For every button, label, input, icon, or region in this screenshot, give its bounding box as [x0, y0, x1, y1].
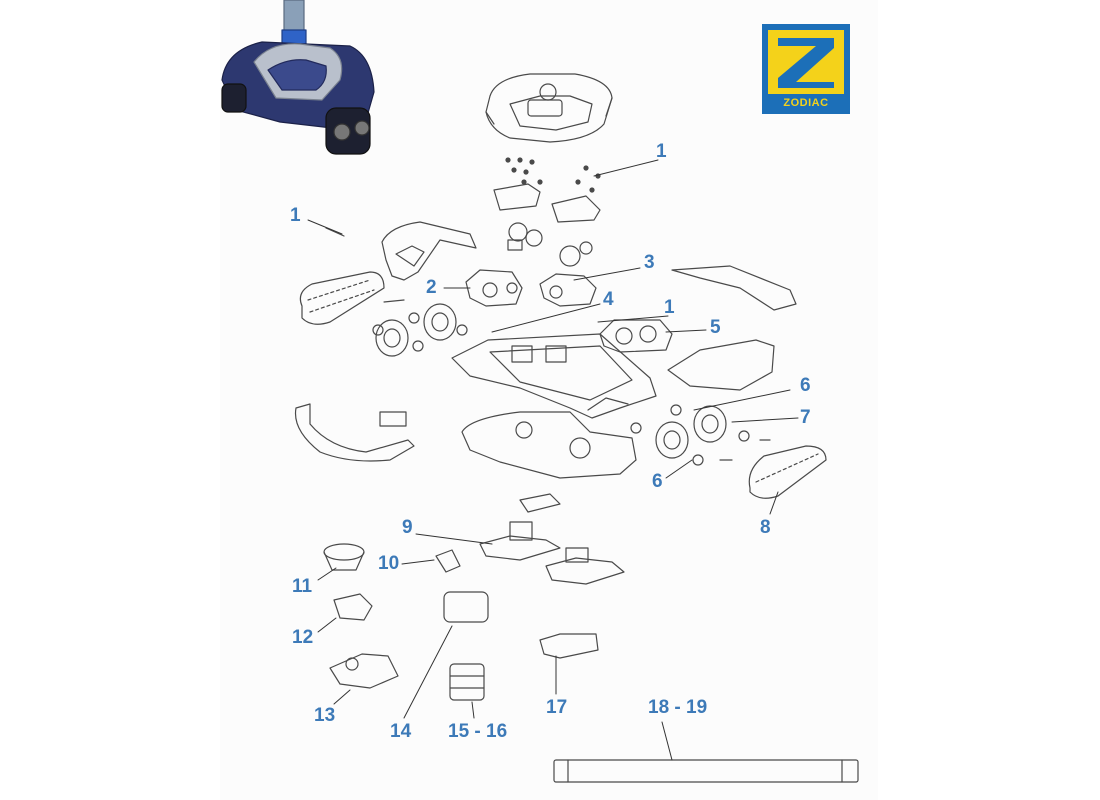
right-side-cover — [671, 265, 797, 311]
top-cover-part — [485, 73, 613, 143]
gearbox-part-3 — [539, 273, 597, 307]
callout-5: 5 — [710, 317, 721, 338]
callout-1-right: 1 — [664, 297, 675, 318]
right-fairing — [667, 339, 775, 391]
callout-6-upper: 6 — [800, 375, 811, 396]
callout-10: 10 — [378, 553, 400, 574]
pin-left — [325, 227, 345, 237]
callout-9: 9 — [402, 517, 413, 538]
callout-6-lower: 6 — [652, 471, 663, 492]
turbine-part-9 — [479, 521, 625, 585]
right-track-part-8 — [748, 445, 827, 499]
base-plate — [461, 411, 637, 479]
drive-motor-part-5 — [599, 319, 673, 353]
callout-7: 7 — [800, 407, 811, 428]
z-mark-icon — [778, 38, 834, 88]
swivel-part-13 — [329, 653, 399, 689]
right-wheels — [630, 404, 771, 466]
left-side-cover — [381, 221, 477, 281]
left-track — [299, 271, 385, 325]
callout-3: 3 — [644, 252, 655, 273]
callout-12: 12 — [292, 627, 314, 648]
gear-set — [507, 222, 593, 267]
callout-2: 2 — [426, 277, 437, 298]
callout-11: 11 — [292, 576, 313, 597]
leader-lines — [307, 159, 799, 761]
callout-1-left: 1 — [290, 205, 301, 226]
drive-motor-part-2 — [465, 269, 523, 307]
front-bumper — [294, 403, 415, 462]
clip-part-10 — [435, 549, 461, 573]
bracket — [519, 493, 561, 513]
screw-set-upper — [505, 157, 601, 193]
callout-8: 8 — [760, 517, 771, 538]
callout-14: 14 — [390, 721, 412, 742]
callout-15-16: 15 - 16 — [448, 721, 508, 742]
hose-part-18-19 — [553, 759, 859, 783]
callout-13: 13 — [314, 705, 336, 726]
elbow-part-12 — [333, 593, 373, 621]
zodiac-logo: ZODIAC — [762, 24, 850, 114]
callout-18-19: 18 - 19 — [648, 697, 708, 718]
cone-part-11 — [323, 543, 365, 571]
hose-coupling-part-17 — [539, 633, 599, 659]
robot-cleaner-photo — [221, 0, 375, 155]
callout-17: 17 — [546, 697, 568, 718]
left-wheels — [372, 299, 468, 357]
logo-wordmark: ZODIAC — [783, 97, 829, 109]
callout-1-top: 1 — [656, 141, 667, 162]
logo-z-emblem — [768, 30, 844, 94]
callout-4: 4 — [603, 289, 614, 310]
connector-part-15-16 — [449, 663, 485, 701]
weight-part-14 — [443, 591, 489, 623]
chassis-body — [451, 333, 657, 419]
latch-parts — [493, 183, 601, 223]
